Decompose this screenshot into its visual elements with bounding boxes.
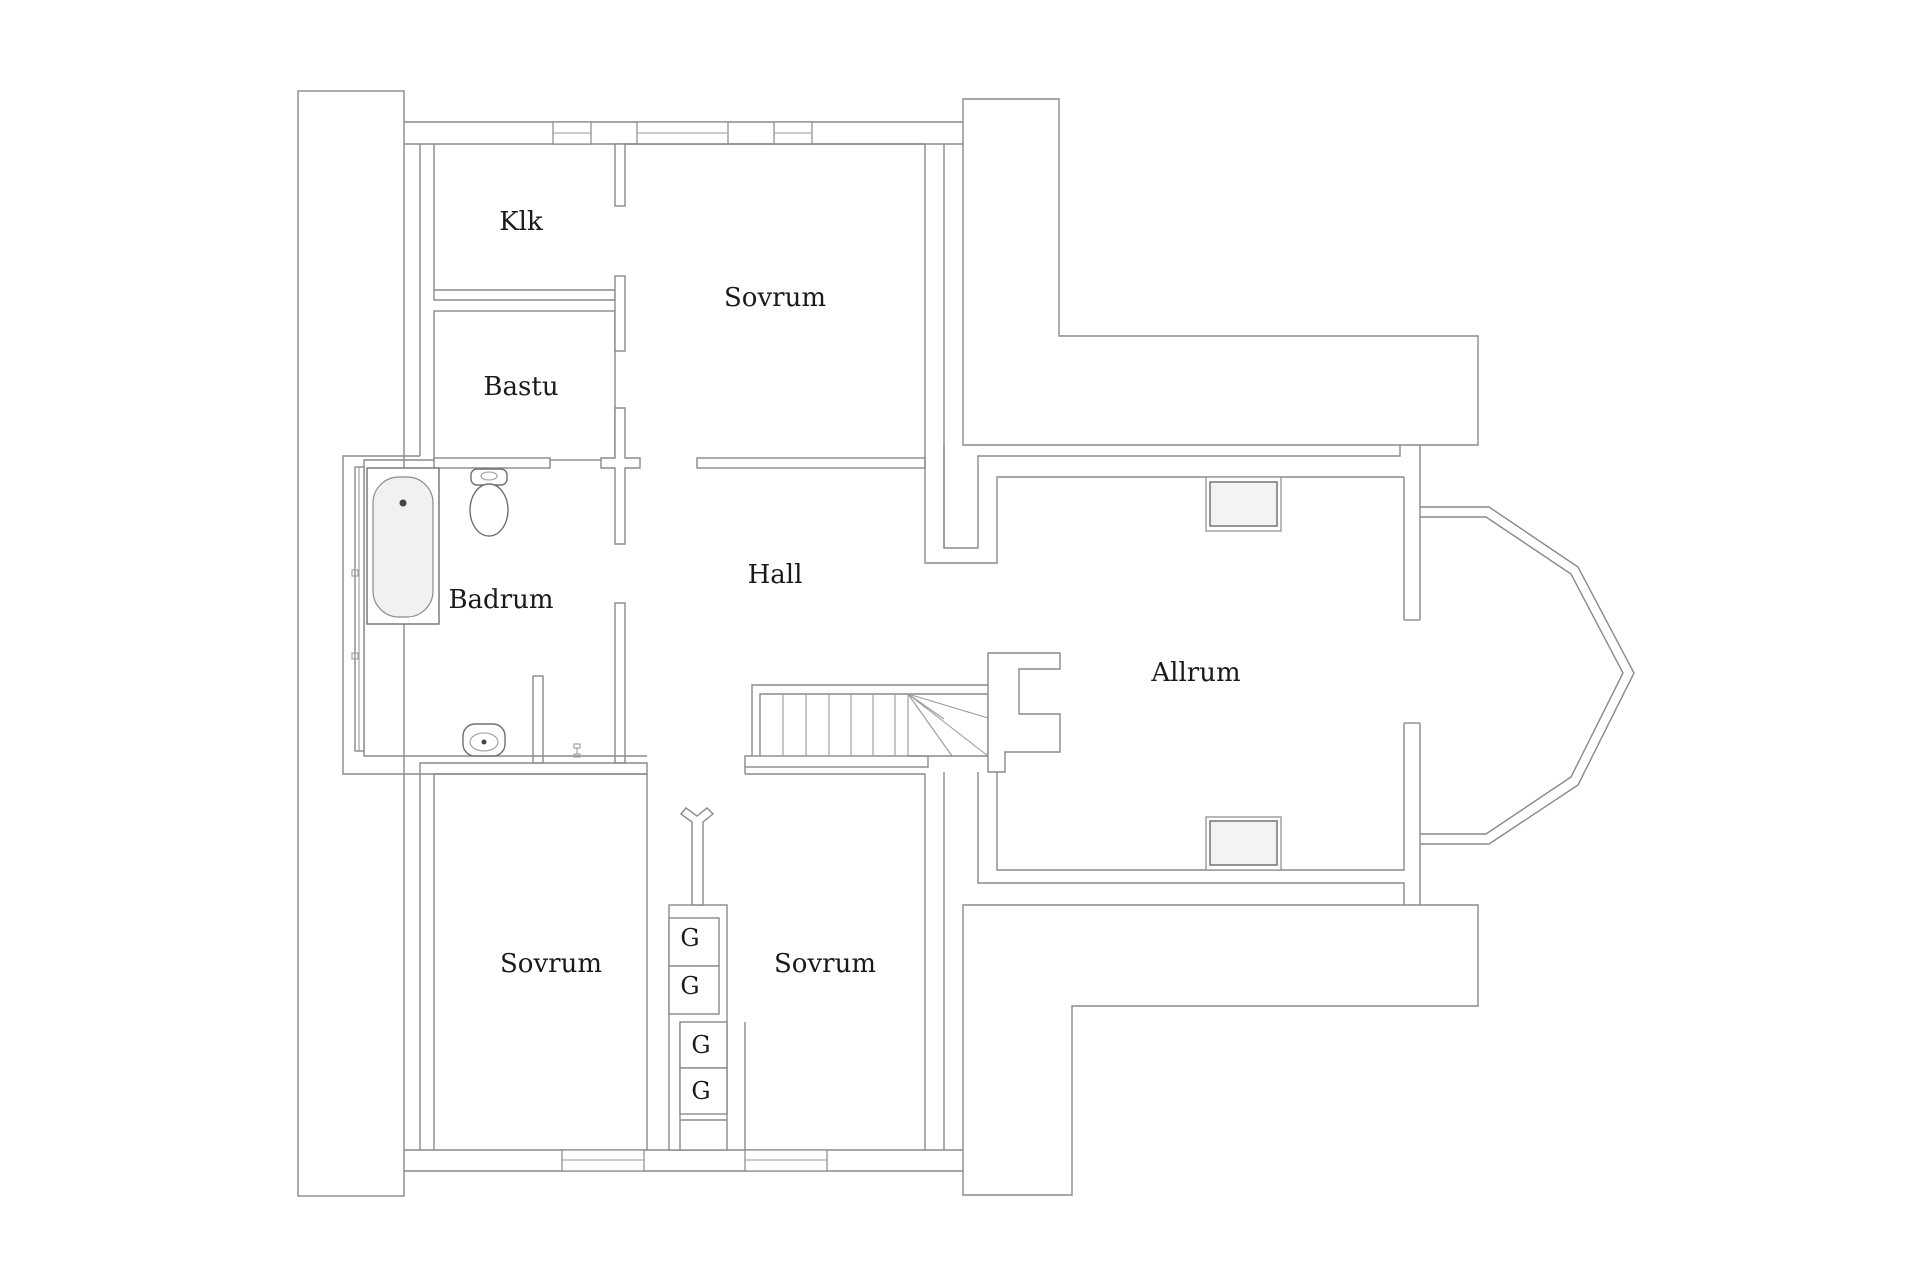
stairs	[744, 684, 989, 768]
allrum-room	[977, 445, 1421, 905]
lower-right-roof-block	[962, 904, 1479, 1196]
wall-stub	[614, 602, 626, 764]
room-labels: Klk Sovrum Bastu Hall Badrum Allrum Sovr…	[448, 207, 1240, 979]
exterior-walls	[297, 90, 1479, 1197]
wall-stub	[696, 457, 926, 469]
bathtub	[366, 467, 440, 625]
skylight	[1209, 481, 1278, 527]
closet-label: G	[691, 1077, 710, 1105]
sink	[462, 723, 506, 757]
room-label-hall: Hall	[748, 560, 803, 590]
top-windows	[552, 121, 813, 145]
drain	[573, 743, 581, 758]
room-label-bastu: Bastu	[483, 372, 558, 402]
hall-walls	[433, 275, 926, 764]
closet-label: G	[691, 1031, 710, 1059]
closet-label: G	[680, 924, 699, 952]
toilet	[469, 468, 509, 537]
room-label-allrum: Allrum	[1150, 658, 1240, 688]
closet-labels: G G G G	[680, 924, 710, 1105]
wall-stub	[614, 275, 626, 352]
room-label-sovrum-bottom-right: Sovrum	[774, 949, 876, 979]
closets	[668, 917, 728, 1115]
wall-stub	[532, 675, 544, 764]
room-label-sovrum-bottom-left: Sovrum	[500, 949, 602, 979]
wall-stub	[433, 457, 551, 469]
bottom-windows	[561, 1149, 828, 1172]
y-column	[679, 807, 715, 906]
sovrum-top-walls	[625, 143, 1404, 564]
skylight	[1209, 820, 1278, 866]
column	[987, 652, 1061, 773]
closet-label: G	[680, 972, 699, 1000]
room-label-badrum: Badrum	[448, 585, 553, 615]
closet	[668, 965, 720, 1015]
left-roof-block	[297, 90, 405, 1197]
bay-window	[1420, 506, 1635, 845]
closet	[679, 1021, 728, 1069]
skylights	[1205, 476, 1282, 871]
closet	[679, 1067, 728, 1115]
wall-cross	[600, 407, 641, 545]
upper-right-roof-block	[962, 98, 1479, 446]
room-label-sovrum-top: Sovrum	[724, 283, 826, 313]
bathtub-basin	[372, 476, 434, 618]
room-label-klk: Klk	[499, 207, 543, 237]
